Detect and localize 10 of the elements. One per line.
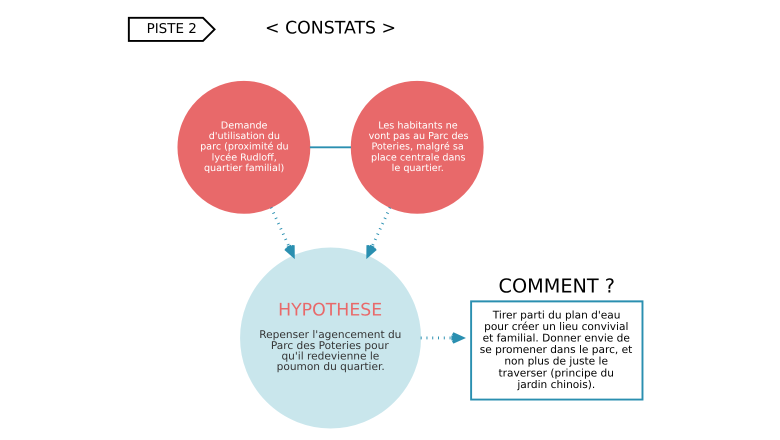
connector bbox=[310, 146, 351, 148]
label: < CONSTATS > bbox=[265, 18, 396, 39]
node-circle: Les habitants ne vont pas au Parc des Poteries, malgré sa place centrale dans le quartier. bbox=[350, 80, 484, 214]
node-circle: Demande d'utilisation du parc (proximité du lycée Rudloff, quartier familial) bbox=[177, 80, 310, 214]
arrow bbox=[366, 206, 392, 258]
node-circle: HYPOTHESE Repenser l'agencement du Parc des Poteries pour qu'il redevienne le poumon du quartier. bbox=[240, 247, 422, 428]
arrow bbox=[270, 206, 295, 258]
node-box: Tirer parti du plan d'eau pour créer un lieu convivial et familial. Donner envie de se promener dans le parc, et non plus de juste le traverser (principe du jardin chinois). bbox=[470, 300, 644, 401]
arrow bbox=[420, 332, 464, 344]
node-label: COMMENT ? bbox=[498, 274, 616, 298]
